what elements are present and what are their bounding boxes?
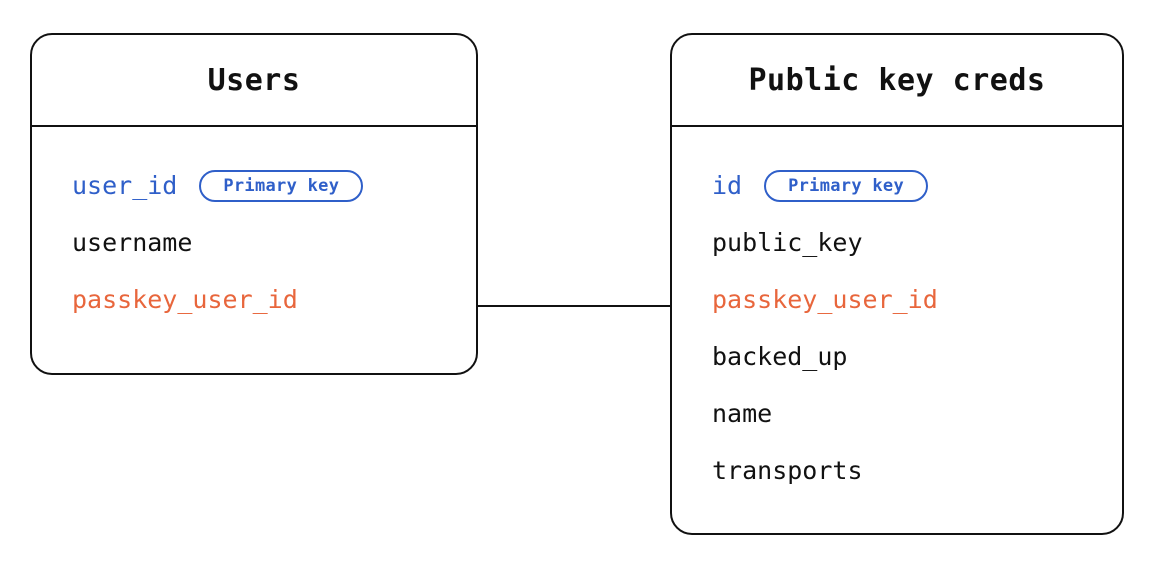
entity-header-users: Users xyxy=(32,35,476,127)
field-name-user-id: user_id xyxy=(72,171,178,200)
field-name-id: id xyxy=(712,171,743,200)
field-row[interactable]: name xyxy=(712,385,1122,442)
field-name-backed-up: backed_up xyxy=(712,342,848,371)
entity-field-list-users: user_id Primary key username passkey_use… xyxy=(32,127,476,328)
entity-title-public-key-creds: Public key creds xyxy=(748,62,1046,98)
field-row[interactable]: passkey_user_id xyxy=(712,271,1122,328)
field-name-name: name xyxy=(712,399,773,428)
field-row[interactable]: id Primary key xyxy=(712,157,1122,214)
field-row[interactable]: public_key xyxy=(712,214,1122,271)
field-row[interactable]: user_id Primary key xyxy=(72,157,476,214)
field-name-passkey-user-id: passkey_user_id xyxy=(72,285,298,314)
field-name-transports: transports xyxy=(712,456,863,485)
relationship-connector-users-creds[interactable] xyxy=(477,305,671,307)
field-row[interactable]: transports xyxy=(712,442,1122,499)
entity-box-public-key-creds[interactable]: Public key creds id Primary key public_k… xyxy=(670,33,1124,535)
field-name-passkey-user-id: passkey_user_id xyxy=(712,285,938,314)
field-name-username: username xyxy=(72,228,193,257)
field-row[interactable]: passkey_user_id xyxy=(72,271,476,328)
entity-box-users[interactable]: Users user_id Primary key username passk… xyxy=(30,33,478,375)
field-row[interactable]: backed_up xyxy=(712,328,1122,385)
entity-title-users: Users xyxy=(207,62,301,98)
field-name-public-key: public_key xyxy=(712,228,863,257)
field-row[interactable]: username xyxy=(72,214,476,271)
entity-field-list-public-key-creds: id Primary key public_key passkey_user_i… xyxy=(672,127,1122,499)
primary-key-badge: Primary key xyxy=(764,169,928,202)
entity-header-public-key-creds: Public key creds xyxy=(672,35,1122,127)
primary-key-badge: Primary key xyxy=(199,169,364,202)
